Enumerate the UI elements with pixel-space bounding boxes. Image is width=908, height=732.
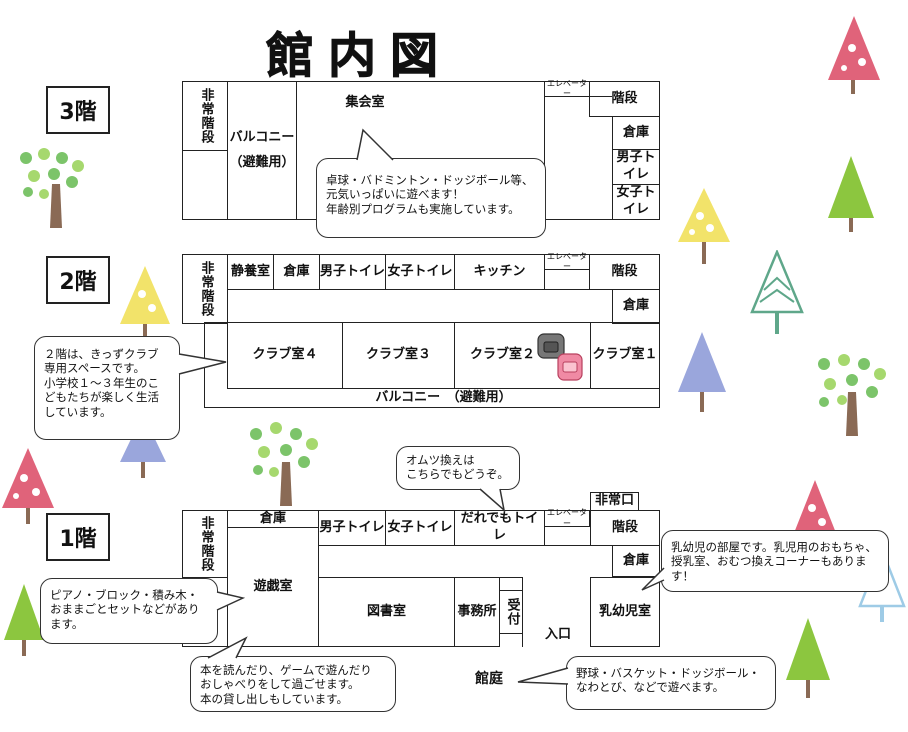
f2-storage: 倉庫 [273, 254, 320, 290]
f2-womens-toilet: 女子トイレ [385, 254, 455, 290]
f1-diaper-line: オムツ換えは [406, 453, 475, 467]
f1-play-line: ピアノ・ブロック・積み木・ [50, 588, 199, 602]
f2-quiet-room: 静養室 [227, 254, 274, 290]
f1-stairs: 階段 [590, 510, 660, 546]
f1-library-line: おしゃべりをして過ごせます。 [200, 677, 360, 692]
f2-bubble-line: 小学校１～３年生のこ [44, 375, 159, 390]
round-tree-icon [250, 422, 318, 506]
f1-library: 図書室 [318, 577, 455, 647]
f1-storage: 倉庫 [227, 510, 319, 528]
f1-diaper-tail [479, 488, 506, 512]
tree-yellow-icon [120, 266, 170, 338]
f2-bubble-line: しています。 [44, 404, 112, 419]
tree-blue-icon [678, 332, 726, 412]
tree-yellow-icon [678, 188, 730, 264]
f1-office: 事務所 [454, 577, 500, 647]
f1-courtyard-line: なわとび、などで遊べます。 [576, 680, 725, 695]
f2-club4: クラブ室４ [227, 322, 343, 389]
page-title: 館内図 [265, 28, 453, 85]
f1-playroom-tail [216, 591, 245, 611]
f2-kitchen: キッチン [454, 254, 545, 290]
f3-hall: 集会室 [345, 94, 385, 110]
school-bag-icon [537, 333, 583, 381]
f1-emergency-stairs: 非常階段 [182, 510, 228, 578]
f1-womens-toilet: 女子トイレ [385, 510, 455, 546]
f1-infant-room: 乳幼児室 [590, 577, 660, 647]
f2-stairs: 階段 [589, 254, 660, 290]
f1-courtyard-bubble: 野球・バスケット・ドッジボール・ なわとび、などで遊べます。 [566, 656, 776, 710]
round-tree-icon [20, 148, 84, 228]
f1-infant-bubble: 乳幼児の部屋です。乳児用のおもちゃ、 授乳室、おむつ換えコーナーもありま す！ [661, 530, 889, 592]
f3-storage: 倉庫 [612, 116, 660, 150]
f3-wall [544, 96, 612, 97]
f1-library-line: 本を読んだり、ゲームで遊んだり [200, 663, 372, 677]
tree-teal-outline-icon [750, 250, 804, 334]
f3-balcony-label: バルコニー [229, 129, 295, 145]
f2-emergency-stairs: 非常階段 [182, 254, 228, 324]
f1-diaper-bubble: オムツ換えは こちらでもどうぞ。 [396, 446, 520, 490]
f3-mens-toilet: 男子トイレ [612, 149, 660, 185]
round-tree-icon [818, 354, 886, 436]
f1-entrance: 入口 [544, 626, 571, 642]
f1-library-line: 本の貸し出しもしています。 [200, 691, 349, 706]
f1-courtyard: 館庭 [475, 670, 503, 687]
tree-red-icon [2, 448, 54, 524]
f1-play-line: ます。 [50, 616, 84, 631]
floor-label-1f: 1階 [46, 513, 110, 561]
f3-bubble-line: 年齢別プログラムも実施しています。 [326, 201, 520, 216]
f3-hall-bubble: 卓球・バドミントン・ドッジボール等、 元気いっぱいに遊べます！ 年齢別プログラム… [316, 158, 546, 238]
f2-bubble-line: ２階は、きっずクラブ [44, 347, 159, 361]
f1-diaper-line: こちらでもどうぞ。 [406, 467, 509, 482]
f1-library-bubble: 本を読んだり、ゲームで遊んだり おしゃべりをして過ごせます。 本の貸し出しもして… [190, 656, 396, 712]
f3-balcony-note: （避難用） [229, 154, 295, 170]
f3-elevator: エレベーター [544, 79, 590, 98]
f1-infant-line: す！ [671, 568, 694, 583]
f1-infant-tail [641, 567, 665, 591]
f2-club1: クラブ室１ [590, 322, 660, 389]
f1-play-line: おままごとセットなどがあり [50, 602, 200, 617]
f2-bubble-line: どもたちが楽しく生活 [44, 390, 159, 405]
tree-green-icon [4, 584, 44, 656]
f3-balcony: バルコニー （避難用） [227, 81, 297, 220]
f1-anyone-toilet: だれでもトイレ [454, 510, 545, 546]
f3-bubble-line: 卓球・バドミントン・ドッジボール等、 [326, 173, 534, 187]
tree-green-icon [786, 618, 830, 698]
f2-elevator: エレベーター [544, 252, 590, 271]
tree-red-icon [828, 16, 880, 94]
f2-bubble-line: 専用スペースです。 [44, 361, 145, 376]
f3-stairs: 階段 [589, 81, 660, 117]
f3-emergency-stairs: 非常階段 [182, 81, 228, 151]
f3-womens-toilet: 女子トイレ [612, 184, 660, 220]
f1-storage2: 倉庫 [612, 545, 660, 577]
f1-elevator-shaft [544, 526, 590, 546]
f2-bubble-tail [178, 353, 227, 375]
f1-playroom-bubble: ピアノ・ブロック・積み木・ おままごとセットなどがあり ます。 [40, 578, 218, 644]
f1-courtyard-tail [517, 667, 569, 685]
f1-courtyard-line: 野球・バスケット・ドッジボール・ [576, 666, 760, 680]
f2-mens-toilet: 男子トイレ [319, 254, 386, 290]
floor-label-3f: 3階 [46, 86, 110, 134]
f1-mens-toilet: 男子トイレ [318, 510, 386, 546]
f1-infant-line: 授乳室、おむつ換えコーナーもありま [671, 554, 867, 569]
f1-infant-line: 乳幼児の部屋です。乳児用のおもちゃ、 [671, 540, 877, 554]
f2-storage2: 倉庫 [612, 289, 660, 324]
tree-green-icon [828, 156, 874, 232]
f2-balcony: バルコニー （避難用） [375, 390, 512, 406]
floor-label-2f: 2階 [46, 256, 110, 304]
f1-emergency-exit: 非常口 [590, 492, 639, 511]
f1-playroom: 遊戯室 [227, 527, 319, 647]
f1-library-tail [207, 636, 248, 659]
f2-club-bubble: ２階は、きっずクラブ 専用スペースです。 小学校１～３年生のこ どもたちが楽しく… [34, 336, 180, 440]
f1-elevator: エレベーター [544, 508, 590, 528]
f3-elevator-wall [544, 96, 591, 220]
f3-bubble-line: 元気いっぱいに遊べます！ [326, 187, 464, 202]
f1-reception-wall [499, 577, 523, 647]
f2-club3: クラブ室３ [342, 322, 455, 389]
f2-elevator-shaft [544, 269, 590, 290]
f3-bubble-tail [356, 128, 394, 161]
